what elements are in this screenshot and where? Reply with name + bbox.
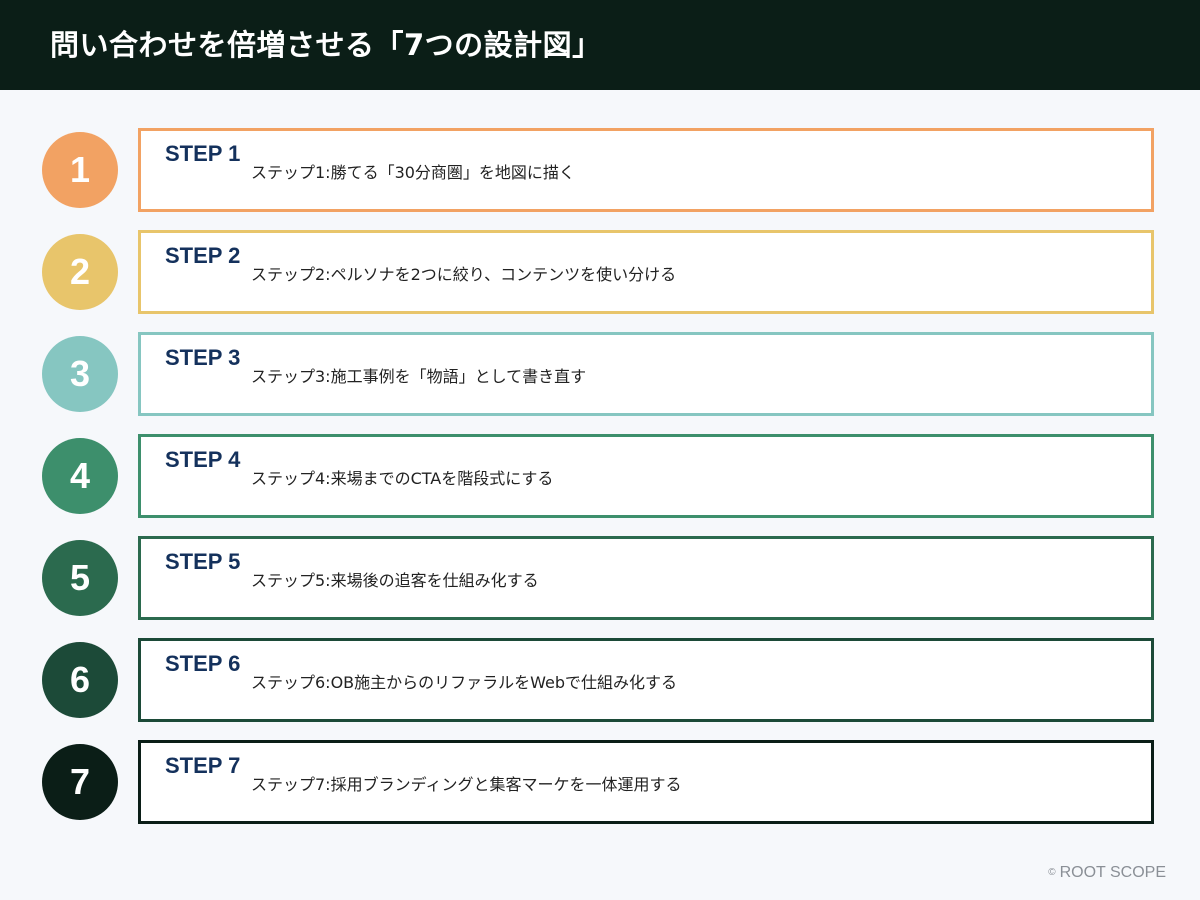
step-label: STEP 6 xyxy=(165,651,241,676)
step-label: STEP 5 xyxy=(165,549,241,574)
step-label: STEP 4 xyxy=(165,447,241,472)
step-number-badge: 3 xyxy=(42,336,118,412)
header-bar: 問い合わせを倍増させる「7つの設計図」 xyxy=(0,0,1200,90)
step-number-badge: 2 xyxy=(42,234,118,310)
step-row-7: 7 STEP 7 ステップ7:採用ブランディングと集客マーケを一体運用する xyxy=(42,740,1154,824)
step-label: STEP 7 xyxy=(165,753,241,778)
step-card: STEP 5 ステップ5:来場後の追客を仕組み化する xyxy=(138,536,1154,620)
step-description: ステップ3:施工事例を「物語」として書き直す xyxy=(251,367,587,386)
step-row-5: 5 STEP 5 ステップ5:来場後の追客を仕組み化する xyxy=(42,536,1154,620)
step-card: STEP 6 ステップ6:OB施主からのリファラルをWebで仕組み化する xyxy=(138,638,1154,722)
step-number-badge: 1 xyxy=(42,132,118,208)
copyright-footer: ©ROOT SCOPE xyxy=(1048,864,1166,882)
step-description: ステップ7:採用ブランディングと集客マーケを一体運用する xyxy=(251,775,682,794)
brand-name: ROOT SCOPE xyxy=(1059,864,1166,881)
step-card: STEP 3 ステップ3:施工事例を「物語」として書き直す xyxy=(138,332,1154,416)
step-number-badge: 4 xyxy=(42,438,118,514)
step-number-badge: 5 xyxy=(42,540,118,616)
step-description: ステップ1:勝てる「30分商圏」を地図に描く xyxy=(251,163,575,182)
step-row-4: 4 STEP 4 ステップ4:来場までのCTAを階段式にする xyxy=(42,434,1154,518)
step-description: ステップ6:OB施主からのリファラルをWebで仕組み化する xyxy=(251,673,678,692)
step-description: ステップ4:来場までのCTAを階段式にする xyxy=(251,469,554,488)
step-description: ステップ5:来場後の追客を仕組み化する xyxy=(251,571,539,590)
step-label: STEP 1 xyxy=(165,141,241,166)
step-description: ステップ2:ペルソナを2つに絞り、コンテンツを使い分ける xyxy=(251,265,677,284)
step-row-2: 2 STEP 2 ステップ2:ペルソナを2つに絞り、コンテンツを使い分ける xyxy=(42,230,1154,314)
step-row-3: 3 STEP 3 ステップ3:施工事例を「物語」として書き直す xyxy=(42,332,1154,416)
page-title: 問い合わせを倍増させる「7つの設計図」 xyxy=(50,28,602,62)
step-number-badge: 6 xyxy=(42,642,118,718)
step-row-1: 1 STEP 1 ステップ1:勝てる「30分商圏」を地図に描く xyxy=(42,128,1154,212)
step-label: STEP 2 xyxy=(165,243,241,268)
step-label: STEP 3 xyxy=(165,345,241,370)
step-row-6: 6 STEP 6 ステップ6:OB施主からのリファラルをWebで仕組み化する xyxy=(42,638,1154,722)
step-number-badge: 7 xyxy=(42,744,118,820)
step-card: STEP 1 ステップ1:勝てる「30分商圏」を地図に描く xyxy=(138,128,1154,212)
copyright-icon: © xyxy=(1048,867,1056,878)
step-card: STEP 7 ステップ7:採用ブランディングと集客マーケを一体運用する xyxy=(138,740,1154,824)
step-card: STEP 4 ステップ4:来場までのCTAを階段式にする xyxy=(138,434,1154,518)
step-card: STEP 2 ステップ2:ペルソナを2つに絞り、コンテンツを使い分ける xyxy=(138,230,1154,314)
